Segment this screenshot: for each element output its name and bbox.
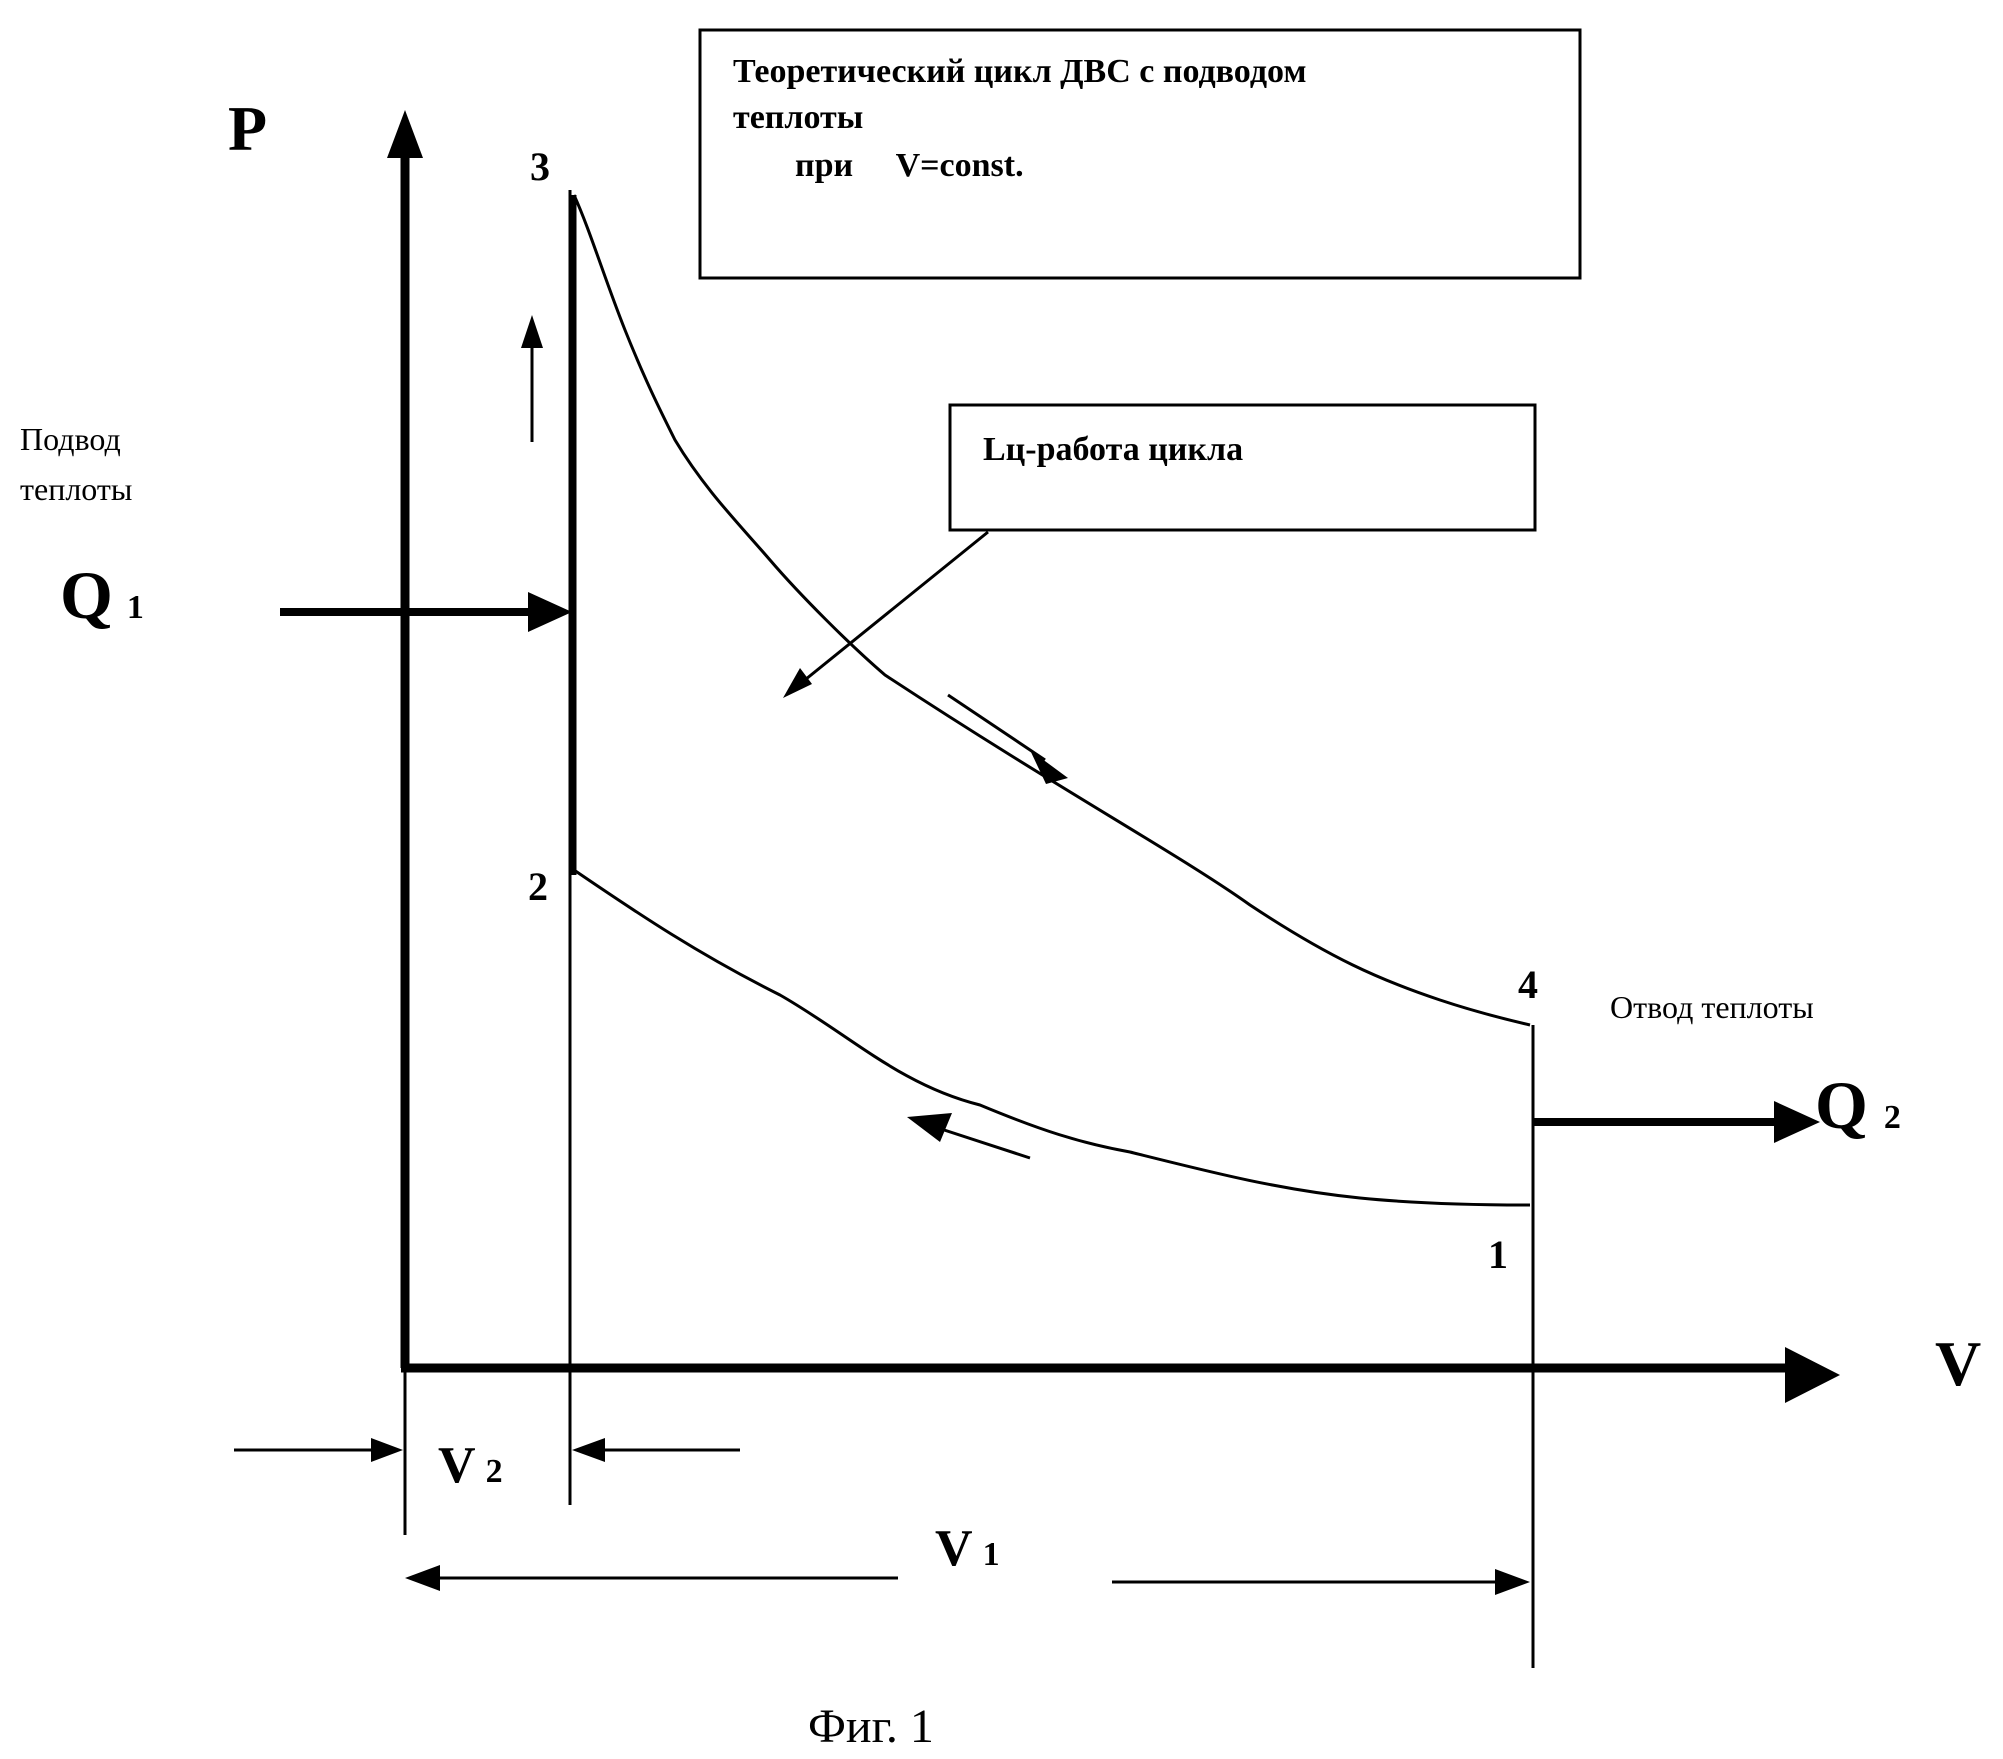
work-label: Lц-работа цикла: [983, 431, 1243, 468]
v-axis-arrowhead: [1785, 1347, 1840, 1403]
work-pointer-arrowhead: [783, 668, 812, 698]
compression-curve-1-2: [573, 868, 1531, 1207]
v-axis-label: V: [1935, 1328, 1981, 1399]
heat-in-label-line-2: теплоты: [20, 471, 132, 507]
work-box: Lц-работа цикла: [783, 403, 1537, 698]
heat-out-arrowhead: [1774, 1101, 1820, 1143]
point-label-1: 1: [1488, 1232, 1508, 1277]
heat-in-label-line-1: Подвод: [20, 421, 121, 457]
process-arrows: [521, 315, 1068, 1160]
expansion-curve-3-4: [572, 194, 1531, 1027]
arrow-down-right-icon: [947, 693, 1046, 762]
p-axis-arrowhead: [387, 110, 423, 158]
point-label-3: 3: [530, 144, 550, 189]
arrow-left-icon: [934, 1125, 1031, 1160]
point-labels: 3 2 4 1: [528, 144, 1538, 1277]
title-box: Теоретический цикл ДВС с подводом теплот…: [698, 28, 1582, 280]
work-pointer-line: [789, 530, 989, 694]
heat-in-arrowhead: [528, 592, 572, 632]
figure-caption: Фиг. 1: [808, 1700, 934, 1753]
point-label-4: 4: [1518, 962, 1538, 1007]
heat-out-label: Отвод теплоты: [1610, 989, 1814, 1025]
title-line-1: Теоретический цикл ДВС с подводом: [733, 53, 1307, 90]
p-axis-label: P: [228, 93, 267, 164]
cycle: [568, 190, 1535, 1668]
title-line-3: при V=const.: [795, 147, 1024, 184]
point-label-2: 2: [528, 864, 548, 909]
title-line-2: теплоты: [733, 99, 863, 136]
axes: P V: [228, 93, 1981, 1403]
